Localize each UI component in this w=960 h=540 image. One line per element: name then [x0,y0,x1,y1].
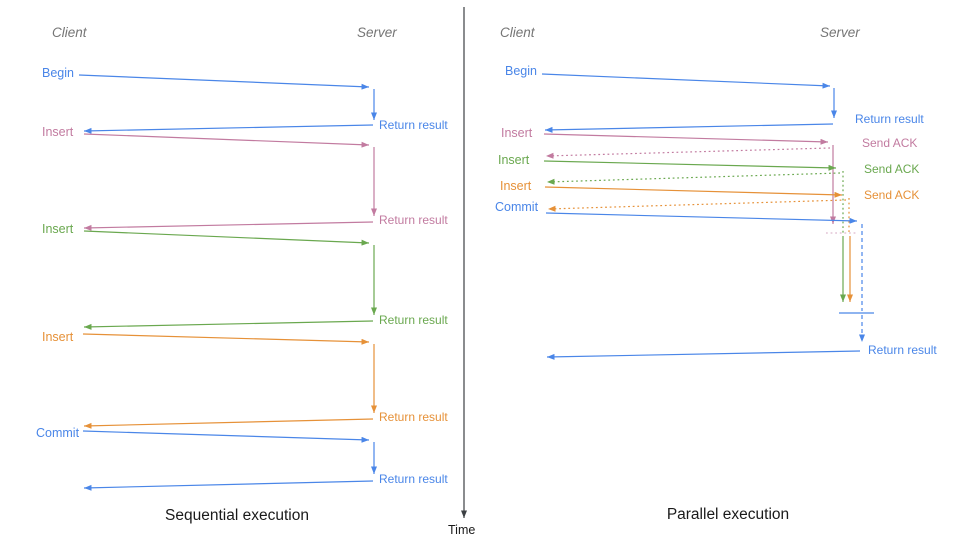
seq-client-header: Client [52,25,88,40]
seq-commit-label: Commit [36,426,80,440]
seq-begin-request-arrow [78,74,370,90]
sequential-title: Sequential execution [165,507,309,524]
seq-insert2-request-arrow [83,230,370,246]
par-begin-label: Begin [505,64,537,78]
seq-commit-response-label: Return result [379,472,448,486]
seq-insert3-return-arrow [83,418,374,429]
parallel-title: Parallel execution [667,506,789,523]
par-begin-request-arrow [541,73,831,89]
par-server-header: Server [820,25,860,40]
seq-begin-label: Begin [42,66,74,80]
seq-begin-response-label: Return result [379,118,448,132]
seq-insert3-label: Insert [42,330,74,344]
seq-insert3-request-arrow [82,333,370,345]
par-insert2-ack-label: Send ACK [864,162,919,176]
par-commit-response-label: Return result [868,343,937,357]
par-insert1-request-arrow [543,133,829,145]
parallel-panel: Client Server Begin Return result Insert… [495,25,937,523]
seq-insert2-return-arrow [83,320,374,330]
seq-commit-request-arrow [82,430,370,443]
seq-insert2-label: Insert [42,222,74,236]
seq-insert1-label: Insert [42,125,74,139]
seq-insert2-response-label: Return result [379,313,448,327]
par-insert1-ack-label: Send ACK [862,136,917,150]
par-insert3-request-arrow [544,186,843,198]
par-insert2-ack-arrow [546,172,841,185]
seq-server-header: Server [357,25,397,40]
seq-insert3-response-label: Return result [379,410,448,424]
par-begin-return-arrow [544,123,834,133]
par-insert2-request-arrow [543,160,837,171]
par-client-header: Client [500,25,536,40]
par-insert1-ack-arrow [545,147,831,159]
par-commit-return-arrow [546,350,861,360]
seq-insert1-response-label: Return result [379,213,448,227]
par-begin-response-label: Return result [855,112,924,126]
par-insert3-ack-arrow [547,199,847,212]
seq-commit-return-arrow [83,480,374,491]
par-commit-request-arrow [545,212,858,224]
par-insert1-label: Insert [501,126,533,140]
seq-insert1-return-arrow [83,221,374,231]
sequential-panel: Client Server Begin Return result Insert… [36,25,448,524]
par-insert2-label: Insert [498,153,530,167]
par-commit-label: Commit [495,200,539,214]
seq-begin-return-arrow [83,124,374,134]
par-insert3-ack-label: Send ACK [864,188,919,202]
seq-insert1-request-arrow [83,133,370,148]
par-insert3-label: Insert [500,179,532,193]
time-axis-label: Time [448,523,475,537]
